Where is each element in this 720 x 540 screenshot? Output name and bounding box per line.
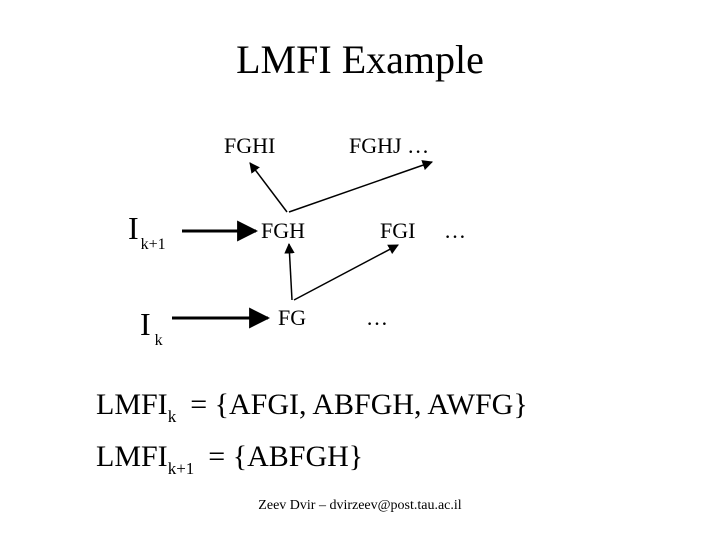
node-fg: FG [278, 305, 307, 330]
edge-fg-fgi [293, 244, 399, 301]
level-k-main: I [140, 306, 151, 342]
formula-1-value: = {AFGI, ABFGH, AWFG} [190, 388, 528, 421]
footer-credit: Zeev Dvir – dvirzeev@post.tau.ac.il [258, 498, 462, 513]
formula-1-name: LMFI [96, 388, 168, 421]
edge-fgh-fghi [249, 162, 288, 213]
level-k1-sub: k+1 [140, 236, 166, 253]
formula-lmfi-k1: LMFIk+1 = {ABFGH} [96, 440, 363, 479]
node-fghj: FGHJ … [349, 133, 430, 158]
node-fgi: FGI [380, 218, 416, 243]
edge-fg-fgh [284, 242, 295, 301]
edge-fgh-fghj [288, 160, 433, 213]
level-k-sub: k [154, 332, 163, 349]
node-fgh: FGH [261, 218, 306, 243]
node-fghi: FGHI [224, 133, 276, 158]
formula-2-sub: k+1 [167, 459, 195, 478]
node-fgi-more: … [444, 218, 466, 243]
formula-lmfi-k: LMFIk = {AFGI, ABFGH, AWFG} [96, 388, 528, 427]
formula-2-name: LMFI [96, 440, 168, 473]
level-k1-main: I [128, 210, 139, 246]
node-fg-more: … [366, 305, 388, 330]
formula-2-value: = {ABFGH} [208, 440, 364, 473]
formula-1-sub: k [167, 407, 177, 426]
slide-title: LMFI Example [236, 37, 484, 82]
